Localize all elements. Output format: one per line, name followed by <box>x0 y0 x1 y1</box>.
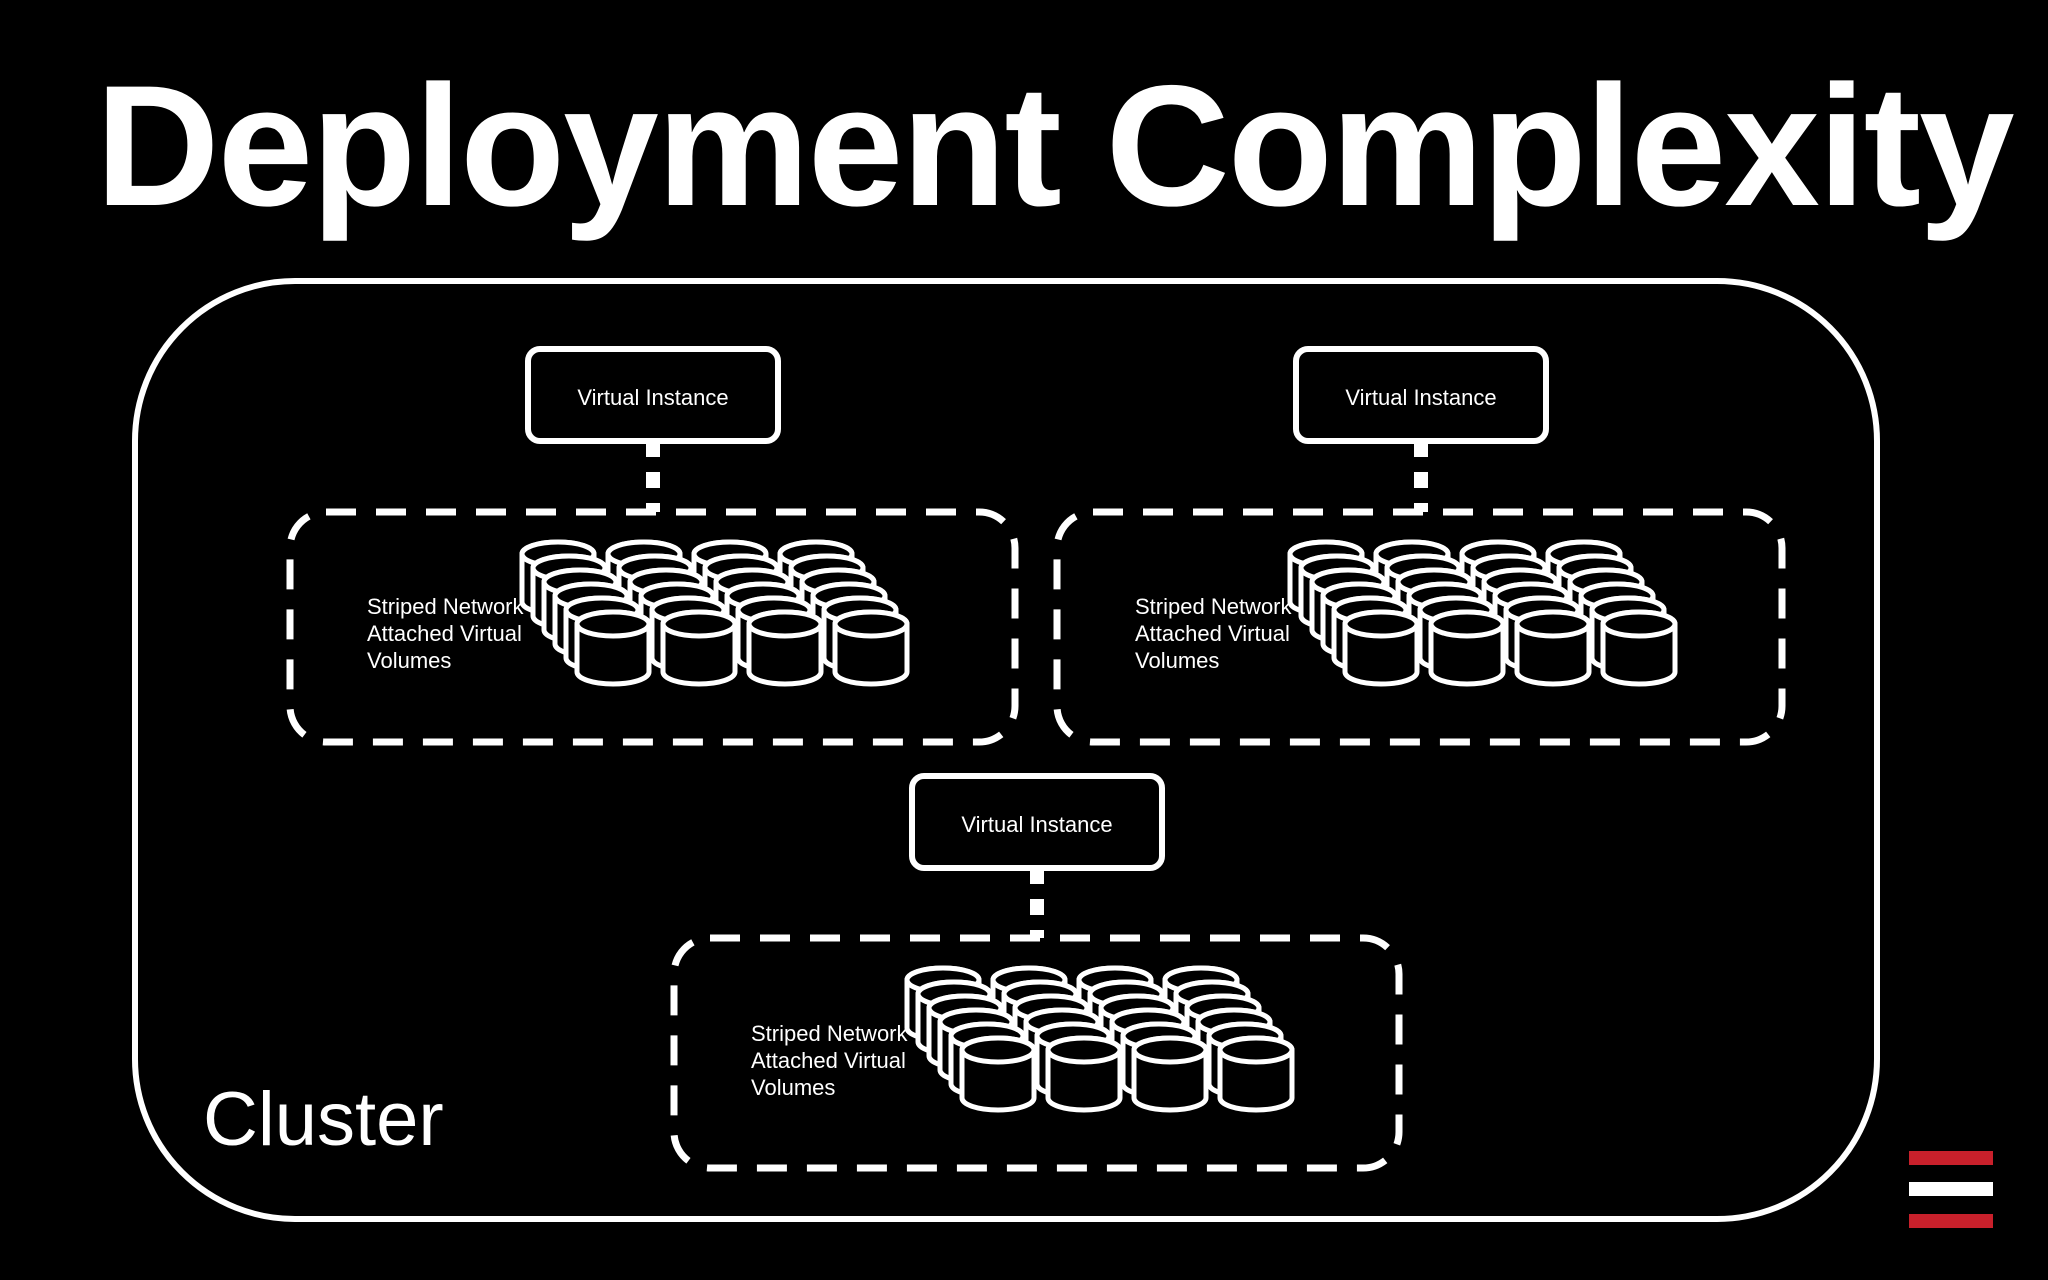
volume-group-boundary <box>286 508 1019 746</box>
disk-array <box>904 965 1295 1113</box>
virtual-instance-label: Virtual Instance <box>577 385 728 410</box>
disk-icon <box>1045 1035 1123 1113</box>
disk-icon <box>959 1035 1037 1113</box>
virtual-instance-label: Virtual Instance <box>1345 385 1496 410</box>
disk-icon <box>832 609 910 687</box>
page-title: Deployment Complexity <box>95 50 2014 242</box>
disk-icon <box>1428 609 1506 687</box>
deployment-group: Virtual Instance Striped Network Attache… <box>286 346 1019 746</box>
three-bars-logo-icon <box>1909 1151 1993 1228</box>
disk-icon <box>660 609 738 687</box>
volume-group-label: Striped Network Attached Virtual Volumes <box>751 1021 914 1100</box>
deployment-group: Virtual Instance Striped Network Attache… <box>1053 346 1786 746</box>
logo-bar <box>1909 1182 1993 1196</box>
disk-icon <box>1217 1035 1295 1113</box>
deployment-group: Virtual Instance Striped Network Attache… <box>670 773 1403 1172</box>
disk-icon <box>574 609 652 687</box>
virtual-instance-label: Virtual Instance <box>961 812 1112 837</box>
disk-icon <box>1600 609 1678 687</box>
disk-icon <box>1342 609 1420 687</box>
logo-bar <box>1909 1214 1993 1228</box>
disk-array <box>1287 539 1678 687</box>
disk-array <box>519 539 910 687</box>
cluster-boundary <box>132 278 1880 1222</box>
volume-group-label: Striped Network Attached Virtual Volumes <box>1135 594 1298 673</box>
volume-group-boundary <box>1053 508 1786 746</box>
volume-group-boundary <box>670 934 1403 1172</box>
cluster-label: Cluster <box>203 1077 444 1162</box>
logo-bar <box>1909 1151 1993 1165</box>
disk-icon <box>1131 1035 1209 1113</box>
disk-icon <box>746 609 824 687</box>
volume-group-label: Striped Network Attached Virtual Volumes <box>367 594 530 673</box>
disk-icon <box>1514 609 1592 687</box>
